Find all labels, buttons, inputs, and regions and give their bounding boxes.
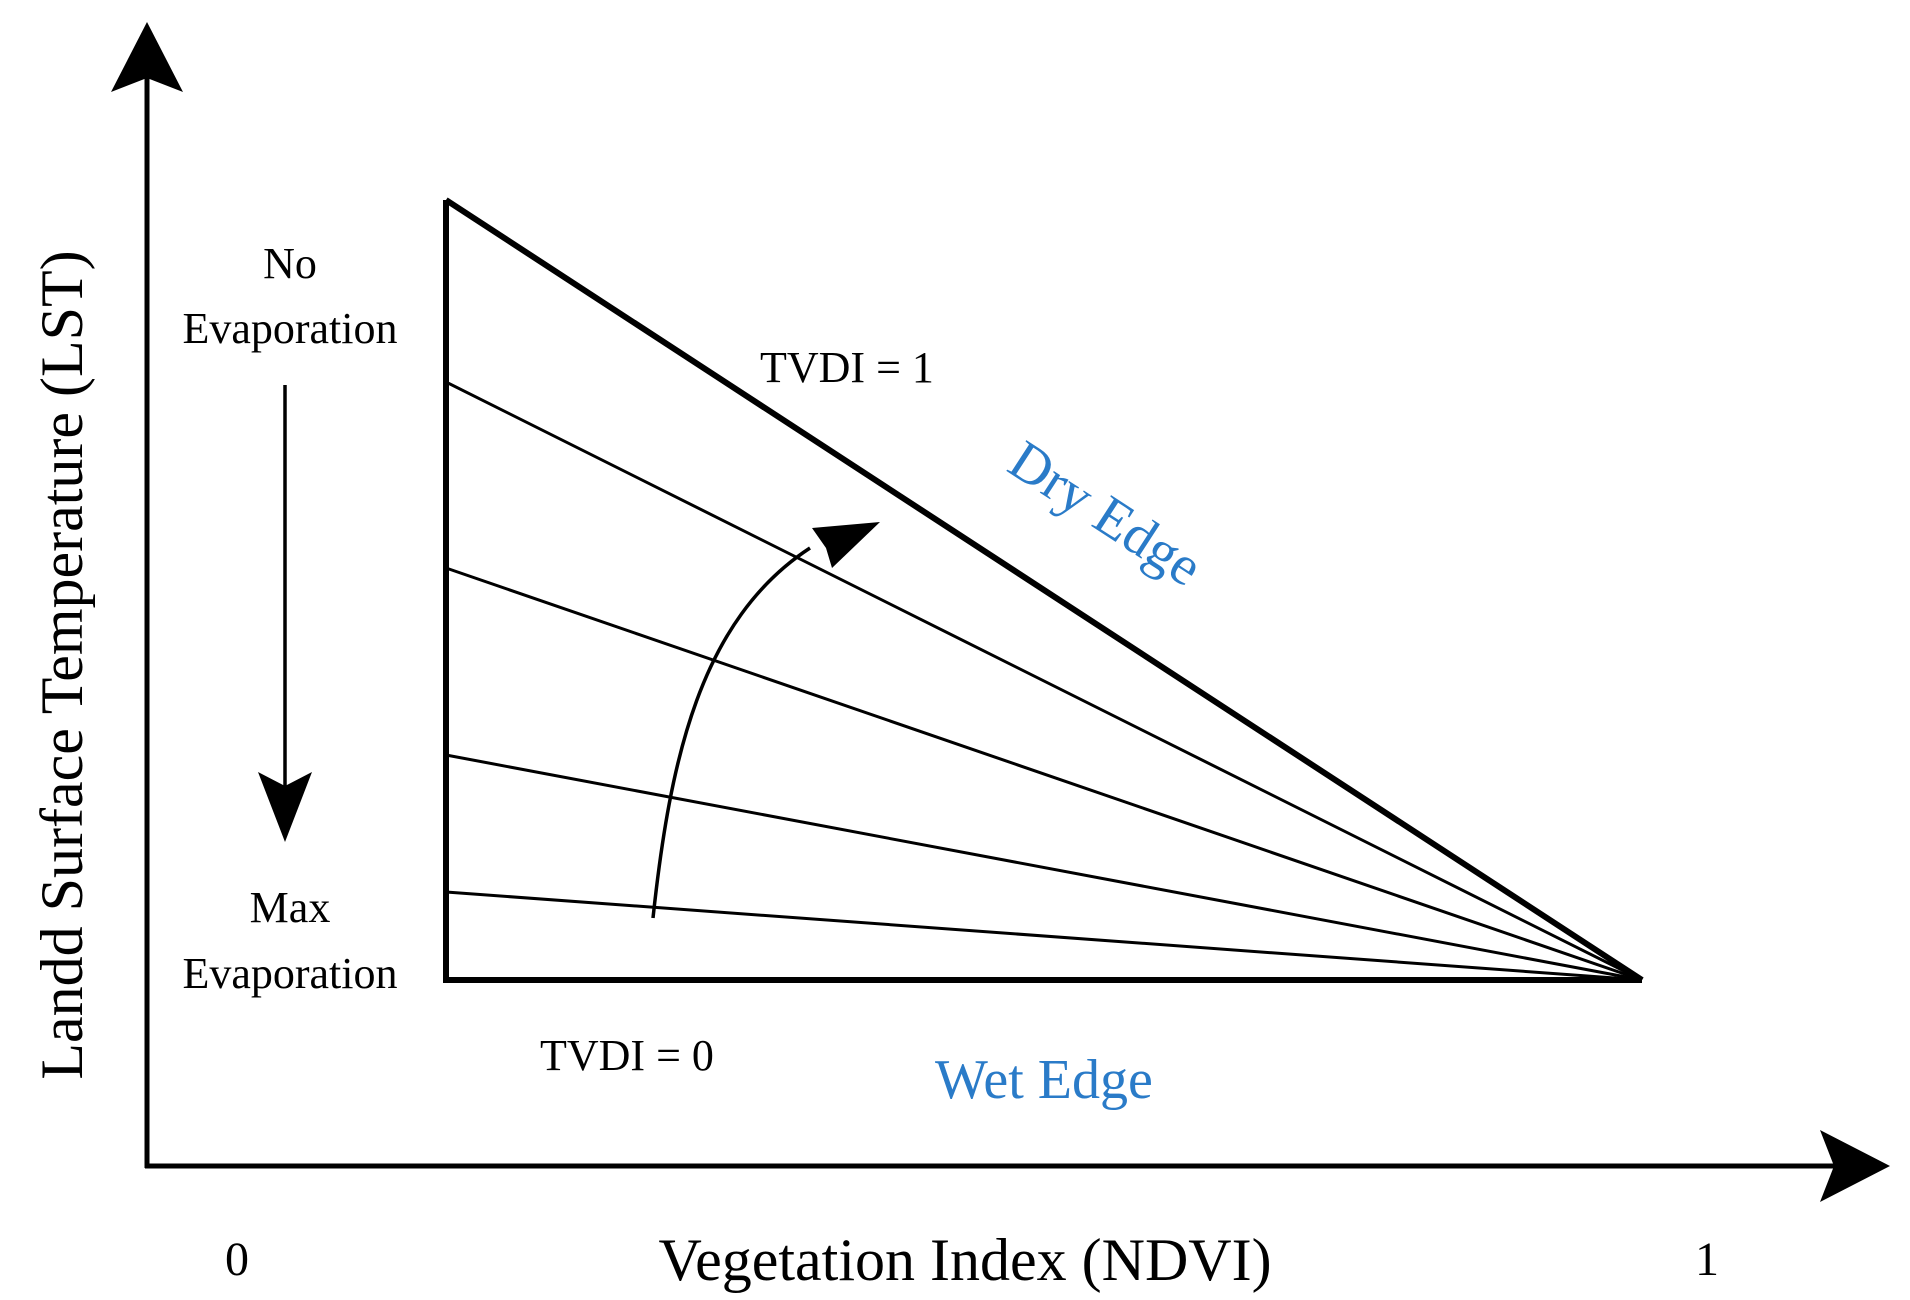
y-axis-arrowhead bbox=[111, 22, 183, 92]
no-evaporation-label-line2: Evaporation bbox=[182, 304, 397, 353]
x-axis-arrowhead bbox=[1820, 1130, 1890, 1202]
tvdi-increase-arrow bbox=[651, 522, 880, 919]
tvdi-isoline bbox=[445, 890, 1643, 982]
dry-edge-label: Dry Edge bbox=[998, 429, 1213, 599]
dry-edge-line bbox=[444, 197, 1644, 983]
max-evaporation-label-line2: Evaporation bbox=[182, 949, 397, 998]
tvdi-zero-label: TVDI = 0 bbox=[540, 1031, 714, 1080]
tvdi-triangle bbox=[443, 197, 1644, 983]
x-axis-max-label: 1 bbox=[1695, 1233, 1719, 1286]
tvdi-isoline bbox=[445, 566, 1643, 982]
x-axis-label: Vegetation Index (NDVI) bbox=[658, 1227, 1271, 1293]
curved-arrowhead bbox=[812, 522, 880, 568]
y-axis bbox=[111, 22, 183, 1168]
x-axis bbox=[145, 1130, 1890, 1202]
tvdi-isoline bbox=[445, 380, 1643, 982]
x-axis-min-label: 0 bbox=[225, 1233, 249, 1286]
evaporation-arrow bbox=[258, 385, 312, 842]
y-axis-label: Landd Surface Temperature (LST) bbox=[29, 250, 95, 1079]
tvdi-one-label: TVDI = 1 bbox=[760, 343, 934, 392]
wet-edge-label: Wet Edge bbox=[935, 1049, 1153, 1111]
no-evaporation-label-line1: No bbox=[263, 239, 317, 288]
max-evaporation-label-line1: Max bbox=[250, 883, 331, 932]
evaporation-arrowhead bbox=[258, 772, 312, 842]
tvdi-isoline bbox=[445, 753, 1643, 982]
